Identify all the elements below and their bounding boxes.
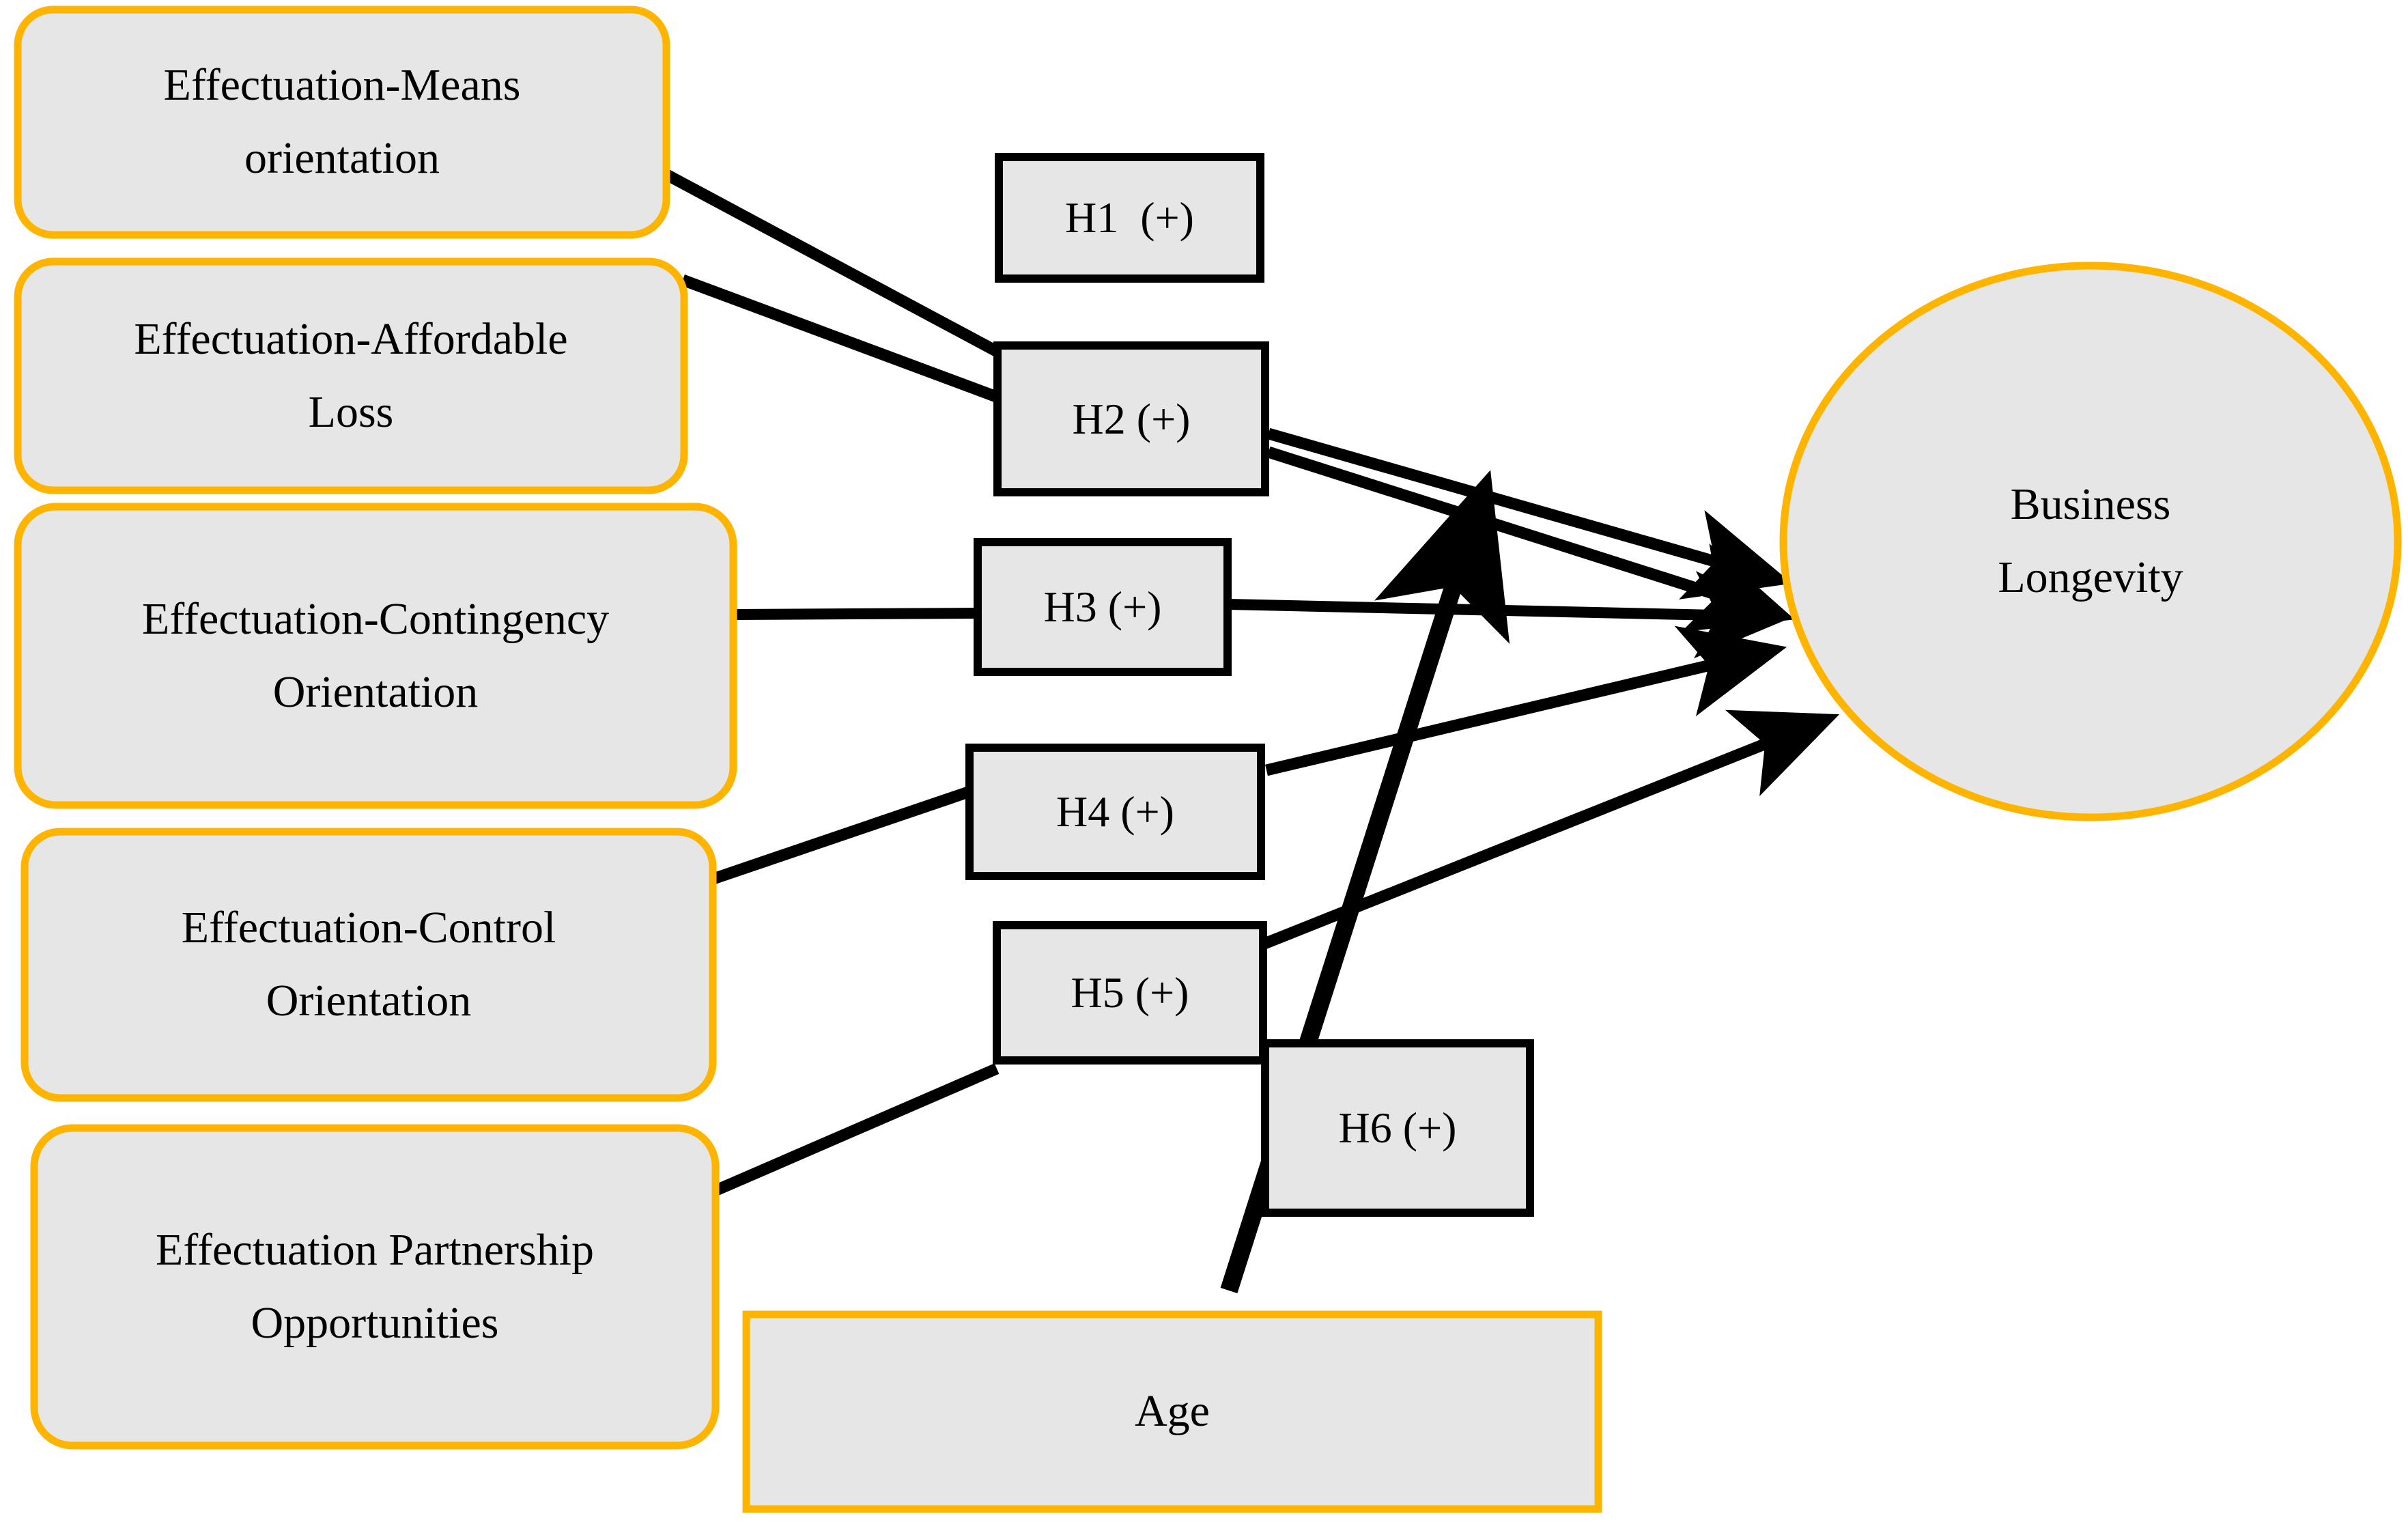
hypothesis-box-h4[interactable]	[965, 744, 1265, 880]
hypothesis-shape-group	[965, 153, 1534, 1217]
path-h2-to-outcome-b	[1266, 446, 1795, 632]
construct-box-partnership[interactable]	[30, 1124, 720, 1450]
construct-box-affordable[interactable]	[14, 257, 688, 494]
path-means-to-h2	[662, 169, 1007, 361]
hypothesis-box-h2[interactable]	[993, 341, 1269, 496]
construct-shape-group	[14, 5, 737, 1450]
path-partnership-to-h5	[712, 1063, 1000, 1196]
outcome-ellipse-business-longevity[interactable]	[1779, 262, 2402, 821]
moderator-box-age[interactable]	[742, 1310, 1602, 1513]
hypothesis-box-h6[interactable]	[1261, 1039, 1534, 1217]
path-control-to-h4	[709, 785, 974, 886]
path-contingency-to-h3	[732, 608, 982, 620]
construct-box-control[interactable]	[20, 828, 717, 1102]
path-h3-to-outcome	[1228, 571, 1794, 659]
path-affordable-to-h2	[681, 274, 1006, 405]
construct-box-means[interactable]	[14, 5, 670, 239]
path-h2-to-outcome-a	[1266, 427, 1792, 600]
hypothesis-box-h3[interactable]	[974, 538, 1232, 676]
hypothesis-box-h5[interactable]	[993, 921, 1267, 1065]
hypothesis-box-h1[interactable]	[995, 153, 1264, 283]
construct-box-contingency[interactable]	[14, 503, 737, 809]
path-h4-to-outcome	[1265, 625, 1787, 776]
